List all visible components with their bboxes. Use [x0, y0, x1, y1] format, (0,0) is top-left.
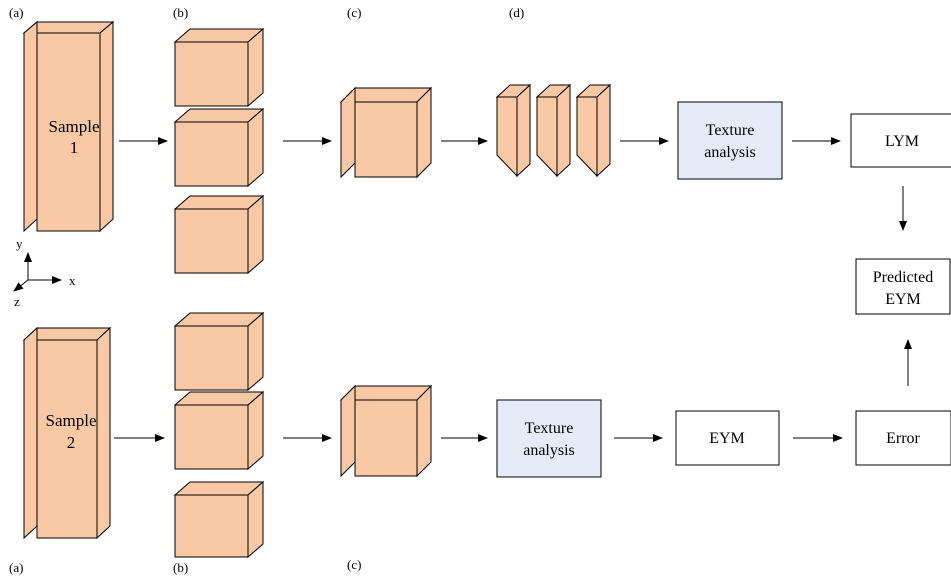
sub-cubes-bottom [173, 311, 265, 559]
panel-label-b-top: (b) [173, 5, 188, 20]
predicted-eym-line1: Predicted [873, 269, 933, 286]
sample-2-block [22, 326, 112, 540]
lym-box [850, 113, 951, 168]
predicted-eym-line2: EYM [885, 291, 921, 308]
texture-analysis-top-line2: analysis [704, 144, 756, 161]
lym-label: LYM [885, 133, 919, 150]
panel-label-a-bottom: (a) [9, 560, 23, 575]
panel-label-c-top: (c) [347, 5, 361, 20]
error-box [855, 410, 951, 466]
sample-1-label-line2: 1 [70, 138, 79, 157]
error-label: Error [886, 430, 920, 447]
eym-label: EYM [709, 430, 745, 447]
texture-analysis-box-bottom [496, 399, 602, 478]
sample-2-label-line1: Sample [46, 411, 97, 430]
axis-x-label: x [69, 273, 76, 288]
axis-indicator [13, 252, 62, 292]
panel-label-c-bottom: (c) [347, 557, 361, 572]
texture-analysis-box-top [677, 101, 783, 180]
sample-1-block [22, 20, 115, 233]
panel-label-a-top: (a) [9, 5, 23, 20]
axis-z-label: z [14, 294, 20, 309]
slices-d [495, 83, 612, 178]
cube-c-top [339, 86, 433, 179]
texture-analysis-bottom-line2: analysis [523, 442, 575, 459]
texture-analysis-top-line1: Texture [706, 122, 755, 139]
panel-label-b-bottom: (b) [173, 560, 188, 575]
texture-analysis-bottom-line1: Texture [525, 420, 574, 437]
cube-c-bottom [339, 384, 433, 478]
axis-y-label: y [16, 236, 23, 251]
panel-label-d-top: (d) [509, 5, 524, 20]
sample-2-label-line2: 2 [67, 433, 76, 452]
predicted-eym-box [855, 258, 951, 315]
sub-cubes-top [173, 27, 265, 275]
sample-1-label-line1: Sample [49, 117, 100, 136]
eym-box [675, 410, 780, 466]
